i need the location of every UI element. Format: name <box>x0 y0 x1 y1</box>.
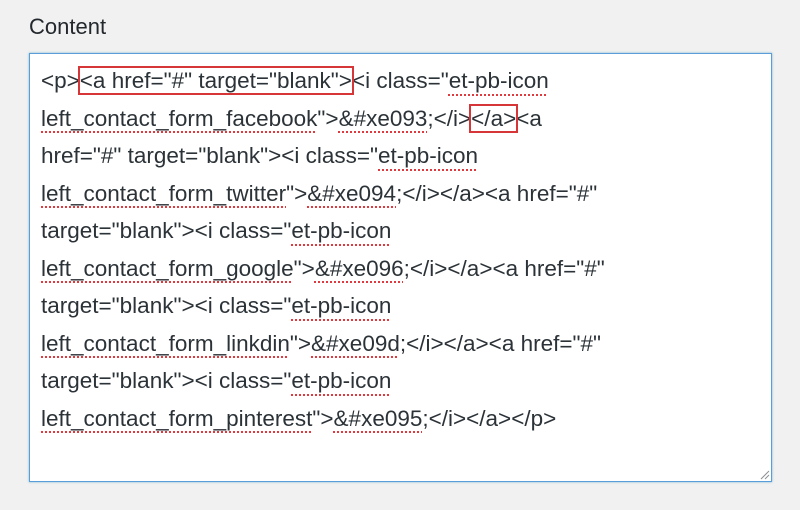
code-line: left_contact_form_google">&#xe096;</i></… <box>41 250 771 288</box>
code-line: left_contact_form_twitter">&#xe094;</i><… <box>41 175 771 213</box>
code-text: "> <box>317 105 339 131</box>
misspelled-word: &#xe093 <box>338 105 428 131</box>
code-text: href="#" target="blank"><i class=" <box>41 143 379 168</box>
code-text: ;</i></a><a href="#" <box>396 180 598 206</box>
misspelled-word: et-pb-icon <box>291 218 392 243</box>
code-text: ;</i> <box>427 105 472 131</box>
misspelled-word: left_contact_form_linkdin <box>41 330 290 356</box>
misspelled-word: et-pb-icon <box>291 293 392 318</box>
code-line: target="blank"><i class="et-pb-icon <box>41 362 771 400</box>
code-text: target="blank"><i class=" <box>41 368 292 393</box>
code-text: <p> <box>41 68 80 93</box>
code-text: <i class=" <box>351 68 449 93</box>
code-line: left_contact_form_pinterest">&#xe095;</i… <box>41 400 771 438</box>
misspelled-word: et-pb-icon <box>448 68 549 93</box>
code-text: target="blank"><i class=" <box>41 293 292 318</box>
content-text: <p><a href="#" target="blank"><i class="… <box>41 62 771 437</box>
code-line: left_contact_form_linkdin">&#xe09d;</i><… <box>41 325 771 363</box>
misspelled-word: &#xe09d <box>311 330 400 356</box>
highlighted-anchor-tag: <a href="#" target="blank"> <box>77 66 354 95</box>
misspelled-word: &#xe095 <box>333 405 423 431</box>
code-text: "> <box>286 180 308 206</box>
code-text: "> <box>312 405 334 431</box>
misspelled-word: left_contact_form_pinterest <box>41 405 313 431</box>
code-line: href="#" target="blank"><i class="et-pb-… <box>41 137 771 175</box>
code-text: ;</i></a><a href="#" <box>399 330 601 356</box>
code-line: <p><a href="#" target="blank"><i class="… <box>41 62 771 100</box>
code-line: left_contact_form_facebook">&#xe093;</i>… <box>41 100 771 138</box>
misspelled-word: left_contact_form_facebook <box>41 105 318 131</box>
misspelled-word: et-pb-icon <box>378 143 479 168</box>
misspelled-word: et-pb-icon <box>291 368 392 393</box>
code-line: target="blank"><i class="et-pb-icon <box>41 212 771 250</box>
code-text: ;</i></a></p> <box>422 405 557 431</box>
misspelled-word: left_contact_form_twitter <box>41 180 287 206</box>
resize-grip-icon[interactable] <box>759 469 770 480</box>
code-line: target="blank"><i class="et-pb-icon <box>41 287 771 325</box>
code-text: target="blank"><i class=" <box>41 218 292 243</box>
misspelled-word: &#xe094 <box>307 180 397 206</box>
code-text: ;</i></a><a href="#" <box>403 255 605 281</box>
misspelled-word: left_contact_form_google <box>41 255 294 281</box>
content-textarea[interactable]: <p><a href="#" target="blank"><i class="… <box>29 53 772 482</box>
code-text: <a <box>516 105 542 131</box>
misspelled-word: &#xe096 <box>314 255 404 281</box>
code-text: "> <box>289 330 312 356</box>
content-label: Content <box>29 14 107 39</box>
code-text: "> <box>293 255 315 281</box>
highlighted-anchor-tag: </a> <box>469 103 519 133</box>
